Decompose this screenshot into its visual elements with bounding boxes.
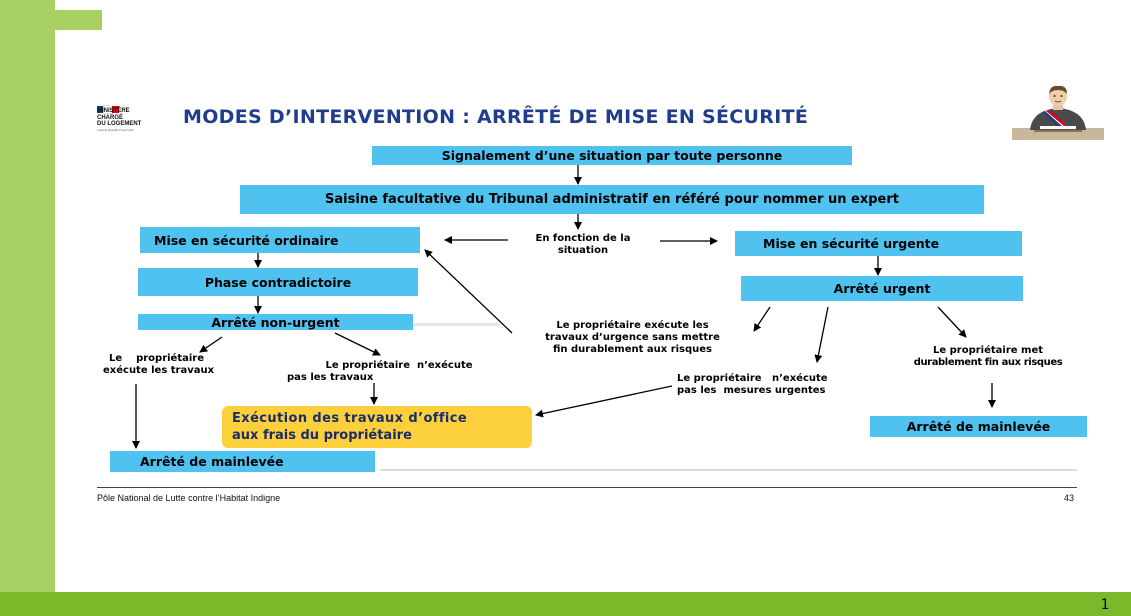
page-number: 1 [1100,597,1109,613]
mayor-illustration-icon [1012,85,1104,140]
arrow-mesures-execution [535,385,673,418]
faint-underline [400,323,500,326]
footer-divider [97,487,1077,488]
execution-line-1: Exécution des travaux d’office [232,411,468,426]
note-proprio-nexecute-mesures-line-2: pas les mesures urgentes [677,385,826,396]
box-execution-travaux-office: Exécution des travaux d’office aux frais… [222,406,532,448]
note-proprio-nexecute-mesures-line-1: Le propriétaire n’exécute [677,373,828,384]
note-en-fonction-line-2: situation [557,245,609,256]
arrow-urgent-risques [753,306,771,332]
note-proprio-execute-sans-fin: Le propriétaire exécute les travaux d’ur… [510,320,755,356]
box-phase-contradictoire: Phase contradictoire [138,268,418,296]
ministry-logo-text: MINISTÈRE CHARGÉ DU LOGEMENT [97,108,157,128]
execution-line-2: aux frais du propriétaire [232,428,412,443]
bottom-green-bar [0,592,1131,616]
note-proprio-met-fin-line-2: durablement fin aux risques [913,357,1063,368]
note-proprio-met-fin-line-1: Le propriétaire met [932,345,1044,356]
arrow-nonurgent-nexecute [334,332,381,356]
box-signalement: Signalement d’une situation par toute pe… [372,146,852,165]
note-proprio-nexecute-travaux: Le propriétaire n’exécute pas les travau… [284,360,514,384]
footer-organization: Pôle National de Lutte contre l’Habitat … [97,493,281,503]
box-mise-en-securite-urgente: Mise en sécurité urgente [735,231,1022,256]
top-green-tab [55,10,102,30]
box-arrete-non-urgent: Arrêté non-urgent [138,314,413,330]
note-proprio-execute-travaux: Le propriétaire exécute les travaux [103,353,263,377]
note-proprio-execute-sans-fin-line-3: fin durablement aux risques [552,344,713,355]
slide-title: MODES D’INTERVENTION : ARRÊTÉ DE MISE EN… [183,106,809,128]
arrow-risques-ordinaire [424,249,513,334]
note-proprio-nexecute-travaux-line-1: Le propriétaire n’exécute [325,360,473,371]
note-proprio-execute-sans-fin-line-2: travaux d’urgence sans mettre [545,332,720,343]
box-arrete-mainlevee-left: Arrêté de mainlevée [110,451,375,472]
marianne-flag-icon [97,98,119,114]
arrow-urgent-nexecute-mesures [814,306,829,363]
logo-motto: Liberté Égalité Fraternité [97,128,134,132]
note-en-fonction: En fonction de la situation [508,233,658,257]
box-saisine: Saisine facultative du Tribunal administ… [240,185,984,214]
note-proprio-execute-travaux-line-2: exécute les travaux [103,365,215,376]
note-proprio-nexecute-travaux-line-2: pas les travaux [287,372,374,383]
box-mise-en-securite-ordinaire: Mise en sécurité ordinaire [140,227,420,253]
note-proprio-execute-sans-fin-line-1: Le propriétaire exécute les [556,320,709,331]
note-proprio-nexecute-mesures: Le propriétaire n’exécute pas les mesure… [677,373,887,397]
box-arrete-urgent: Arrêté urgent [741,276,1023,301]
left-green-bar [0,0,55,592]
footer-slide-number: 43 [1064,493,1075,503]
arrow-nonurgent-execute [199,336,223,353]
box-arrete-mainlevee-right: Arrêté de mainlevée [870,416,1087,437]
logo-line-1: MINISTÈRE [97,108,130,114]
note-proprio-met-fin: Le propriétaire met durablement fin aux … [898,345,1078,369]
logo-line-2: CHARGÉ [97,114,124,121]
arrow-urgent-metfin [937,306,967,338]
note-proprio-execute-travaux-line-1: Le propriétaire [109,353,205,364]
logo-line-3: DU LOGEMENT [97,121,142,127]
note-en-fonction-line-1: En fonction de la [535,233,631,244]
